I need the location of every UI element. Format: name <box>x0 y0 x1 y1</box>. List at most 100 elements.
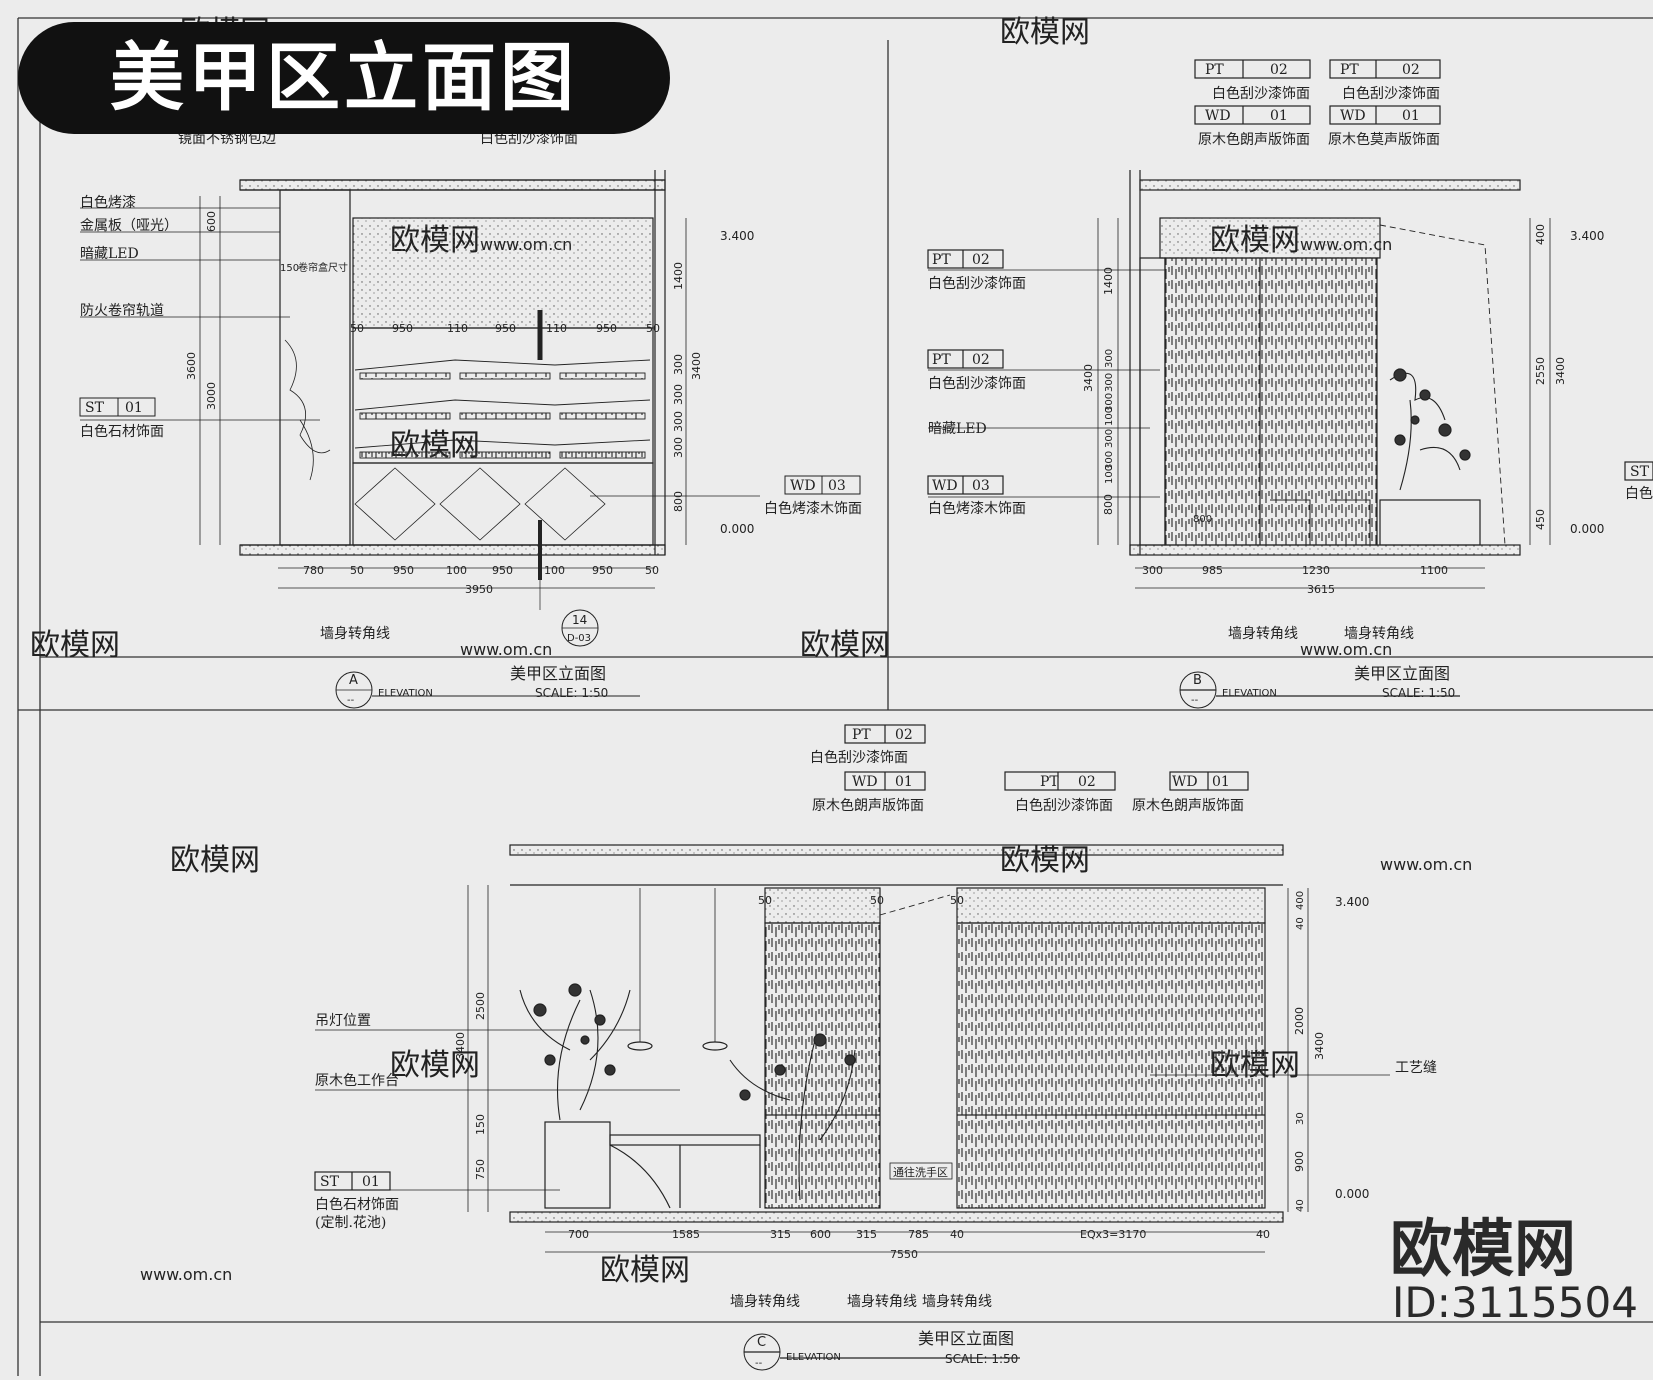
label-craft-seam: 工艺缝 <box>1395 1060 1437 1076</box>
dim-vert: 100 <box>1104 465 1115 484</box>
tag-code: PT <box>1040 774 1059 790</box>
tag-code: PT <box>932 252 951 268</box>
dim-vert: 3400 <box>454 1032 467 1060</box>
dim: 50 <box>350 322 364 335</box>
label-white-sand-paint: 白色刮沙漆饰面 <box>810 749 908 766</box>
watermark: 欧模网 <box>1000 15 1090 50</box>
dim-vert: 300 <box>1104 451 1115 470</box>
label-to-washroom: 通往洗手区 <box>893 1165 948 1179</box>
tag-code: PT <box>1205 62 1224 78</box>
tag-code: PT <box>852 727 871 743</box>
watermark: www.om.cn <box>140 1265 232 1284</box>
dim: 50 <box>646 322 660 335</box>
dim-note-2: 卷帘盒尺寸 <box>298 261 348 274</box>
dim-total: 7550 <box>890 1248 918 1261</box>
label-white-lacquer-wood: 白色烤漆木饰面 <box>928 500 1026 517</box>
dim-total: 3615 <box>1307 583 1335 596</box>
tag-code: PT <box>932 352 951 368</box>
tag-num: 02 <box>1402 62 1420 78</box>
tag-num: 01 <box>1212 774 1230 790</box>
dim-vert: 30 <box>1295 1112 1306 1125</box>
label-white-stone: 白色石材饰面 <box>80 423 164 440</box>
elevation-a <box>79 170 861 709</box>
label-metal-panel: 金属板（哑光） <box>80 218 178 234</box>
brand-id: ID:3115504 <box>1392 1278 1638 1327</box>
level-bottom: 0.000 <box>720 522 754 536</box>
label-wood-acoustic: 原木色莫声版饰面 <box>1328 131 1440 148</box>
dim-total: 3950 <box>465 583 493 596</box>
dim: 40 <box>1256 1228 1270 1241</box>
sheet-frame <box>17 17 1653 1376</box>
tag-code: WD <box>1172 774 1198 790</box>
dim: 1230 <box>1302 564 1330 577</box>
dim: 785 <box>908 1228 929 1241</box>
dim-vert: 300 <box>672 411 685 432</box>
dim: 950 <box>495 322 516 335</box>
level-top: 3.400 <box>1570 229 1604 243</box>
tag-num: 02 <box>972 352 990 368</box>
tag-code: WD <box>852 774 878 790</box>
detail-ref-num: 14 <box>572 613 587 627</box>
tag-num: 01 <box>895 774 913 790</box>
dim-vert: 40 <box>1295 917 1306 930</box>
label-wall-corner: 墙身转角线 <box>320 626 390 642</box>
label-hidden-led: 暗藏LED <box>928 421 987 437</box>
dim: EQx3=3170 <box>1080 1228 1146 1241</box>
tag-code: PT <box>1340 62 1359 78</box>
dim-vert: 300 <box>1104 393 1115 412</box>
label-wall-corner: 墙身转角线 <box>847 1294 917 1310</box>
watermark: www.om.cn <box>1300 640 1392 659</box>
dim: 100 <box>446 564 467 577</box>
dim: 1100 <box>1420 564 1448 577</box>
dim-vert: 300 <box>1104 429 1115 448</box>
tag-code: WD <box>1205 108 1231 124</box>
dim: 110 <box>447 322 468 335</box>
marker-sub: -- <box>755 1358 763 1369</box>
tag-code: ST <box>320 1174 340 1190</box>
dim-vert: 450 <box>1534 509 1547 530</box>
tag-code: WD <box>1340 108 1366 124</box>
brand-logo-text: 欧模网 <box>1390 1212 1577 1285</box>
dim-vert: 300 <box>672 354 685 375</box>
elevation-scale: SCALE: 1:50 <box>1382 686 1455 700</box>
dim: 50 <box>758 894 772 907</box>
tag-num: 02 <box>1270 62 1288 78</box>
page-title-banner: 美甲区立面图 <box>18 22 670 134</box>
elevation-scale: SCALE: 1:50 <box>535 686 608 700</box>
dim-vert: 400 <box>1295 891 1306 910</box>
watermark: www.om.cn <box>460 640 552 659</box>
label-white-paint: 白色烤漆 <box>80 194 136 211</box>
elevation-b <box>927 59 1653 709</box>
dim: 1585 <box>672 1228 700 1241</box>
dim: 50 <box>350 564 364 577</box>
tag-num: 02 <box>895 727 913 743</box>
dim: 315 <box>770 1228 791 1241</box>
label-wall-corner: 墙身转角线 <box>1344 626 1414 642</box>
tag-code: ST <box>85 400 105 416</box>
watermark: 欧模网 <box>600 1253 690 1288</box>
elevation-type: ELEVATION <box>786 1352 841 1363</box>
elevation-scale: SCALE: 1:50 <box>945 1352 1018 1366</box>
dim: 950 <box>392 322 413 335</box>
tag-num: 02 <box>1078 774 1096 790</box>
label-white-sand-paint: 白色刮沙漆饰面 <box>928 375 1026 392</box>
dim: 110 <box>546 322 567 335</box>
marker-sub: -- <box>347 695 355 706</box>
marker-letter: C <box>757 1335 766 1350</box>
shelf-rows <box>354 359 651 459</box>
dim-vert: 100 <box>1104 407 1115 426</box>
elevation-type: ELEVATION <box>378 688 433 699</box>
dim: 300 <box>1142 564 1163 577</box>
tag-num: 01 <box>1270 108 1288 124</box>
dim-vert: 300 <box>672 384 685 405</box>
elevation-title: 美甲区立面图 <box>510 664 606 683</box>
dim-vert: 2550 <box>1534 357 1547 385</box>
dim: 950 <box>492 564 513 577</box>
level-bottom: 0.000 <box>1570 522 1604 536</box>
dim: 100 <box>544 564 565 577</box>
dim-vert: 3400 <box>690 352 703 380</box>
dim: 315 <box>856 1228 877 1241</box>
label-wood-worktable: 原木色工作台 <box>315 1072 399 1089</box>
label-wood-acoustic: 原木色朗声版饰面 <box>812 797 924 814</box>
